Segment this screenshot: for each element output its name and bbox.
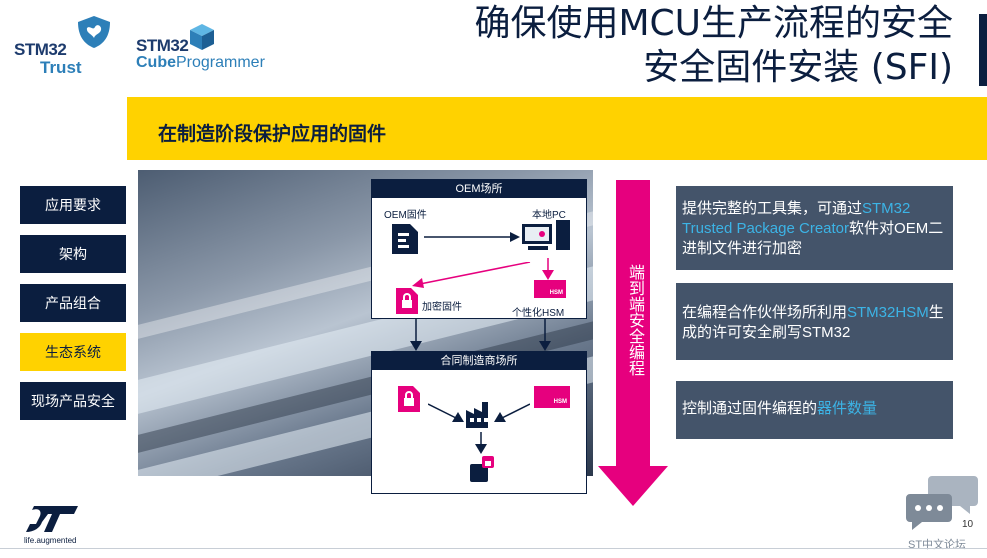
- nav-item-label: 应用要求: [45, 197, 101, 213]
- computer-icon: [522, 220, 570, 250]
- cubeprogrammer-logo: STM32 CubeProgrammer: [136, 20, 286, 76]
- title-accent-bar: [979, 14, 987, 86]
- personalized-hsm-label: 个性化HSM: [512, 308, 565, 319]
- oem-firmware-label: OEM固件: [384, 210, 427, 221]
- firmware-file-icon: [392, 224, 418, 254]
- connector-down-right-icon: [539, 319, 551, 351]
- encrypted-file-icon: [396, 288, 418, 314]
- info-box-toolset: 提供完整的工具集，可通过STM32 Trusted Package Creato…: [676, 186, 953, 270]
- cube-logo-line1: STM32: [136, 36, 189, 55]
- info-box-hsm: 在编程合作伙伴场所利用STM32HSM生成的许可安全刷写STM32: [676, 283, 953, 360]
- nav-item-ecosystem[interactable]: 生态系统: [20, 333, 126, 371]
- nav-item-label: 现场产品安全: [31, 393, 115, 409]
- arrow-to-programmer-icon: [428, 403, 464, 422]
- hsm-card: HSM: [534, 386, 570, 408]
- connector-down-left-icon: [410, 319, 422, 351]
- trust-logo-line1: STM32: [14, 40, 67, 59]
- nav-item-label: 架构: [59, 246, 87, 262]
- section-banner: 在制造阶段保护应用的固件: [127, 97, 987, 160]
- factory-icon: [466, 402, 488, 428]
- shield-icon: [78, 16, 110, 48]
- oem-site-panel: OEM场所 OEM固件 本地PC 加密固件 HSM 个性化HSM: [371, 179, 587, 319]
- encrypted-file-icon: [398, 386, 420, 412]
- nav-item-field-security[interactable]: 现场产品安全: [20, 382, 126, 420]
- slide-title-line1: 确保使用MCU生产流程的安全: [474, 3, 953, 44]
- encrypted-firmware-label: 加密固件: [422, 302, 462, 313]
- page-number: 10: [962, 519, 974, 530]
- arrow-down-icon: [475, 432, 487, 454]
- info-text: 提供完整的工具集，可通过: [682, 200, 863, 217]
- nav-item-portfolio[interactable]: 产品组合: [20, 284, 126, 322]
- info-text: 控制通过固件编程的: [682, 400, 818, 417]
- cube-logo-bold: Cube: [136, 54, 176, 71]
- info-box-device-count: 控制通过固件编程的器件数量: [676, 381, 953, 439]
- arrow-label: 端到端安全编程: [626, 264, 643, 376]
- hsm-card-label: HSM: [553, 399, 567, 405]
- info-text: 软件对OEM二进制文件进行加密: [682, 220, 944, 257]
- secured-chip-icon: [470, 456, 494, 482]
- slide-title: 确保使用MCU生产流程的安全 安全固件安装 (SFI): [393, 2, 953, 90]
- contract-site-header: 合同制造商场所: [372, 352, 586, 370]
- stm32-trust-logo: STM32 Trust: [14, 14, 114, 77]
- banner-text: 在制造阶段保护应用的固件: [158, 124, 387, 145]
- oem-site-header: OEM场所: [372, 180, 586, 198]
- topic-nav: 应用要求 架构 产品组合 生态系统 现场产品安全: [20, 186, 126, 431]
- info-highlight: 器件数量: [817, 400, 878, 417]
- contract-manufacturer-panel: 合同制造商场所 HSM: [371, 351, 587, 494]
- arrow-right-icon: [424, 232, 520, 242]
- info-highlight: STM32 Trusted Package Creator: [682, 200, 911, 237]
- hsm-card-label: HSM: [549, 290, 563, 296]
- info-text: 生成的许可安全刷写STM32: [682, 304, 944, 341]
- cube-icon: [190, 24, 214, 50]
- nav-item-requirements[interactable]: 应用要求: [20, 186, 126, 224]
- slide-title-line2: 安全固件安装 (SFI): [643, 47, 953, 88]
- nav-item-architecture[interactable]: 架构: [20, 235, 126, 273]
- arrow-to-encrypted-icon: [412, 262, 531, 288]
- nav-item-label: 产品组合: [45, 295, 101, 311]
- nav-item-label: 生态系统: [45, 344, 101, 360]
- local-pc-label: 本地PC: [532, 210, 566, 221]
- info-text: 在编程合作伙伴场所利用: [682, 304, 848, 321]
- secure-programming-arrow: [598, 180, 668, 506]
- st-logo-icon: [26, 506, 78, 532]
- chat-bubbles-icon: [906, 476, 978, 530]
- st-tagline: life.augmented: [24, 536, 77, 545]
- arrow-down-icon: [542, 258, 554, 280]
- hsm-card: HSM: [534, 280, 566, 298]
- footer-divider: [0, 548, 987, 549]
- trust-logo-line2: Trust: [40, 58, 82, 77]
- st-logo: life.augmented: [24, 504, 80, 545]
- cube-logo-line2: CubeProgrammer: [136, 54, 265, 72]
- forum-badge[interactable]: ST中文论坛: [904, 474, 978, 551]
- arrow-from-hsm-icon: [494, 403, 530, 422]
- info-highlight: STM32HSM: [847, 304, 929, 321]
- forum-label: ST中文论坛: [908, 539, 967, 551]
- cube-logo-rest: Programmer: [176, 54, 265, 71]
